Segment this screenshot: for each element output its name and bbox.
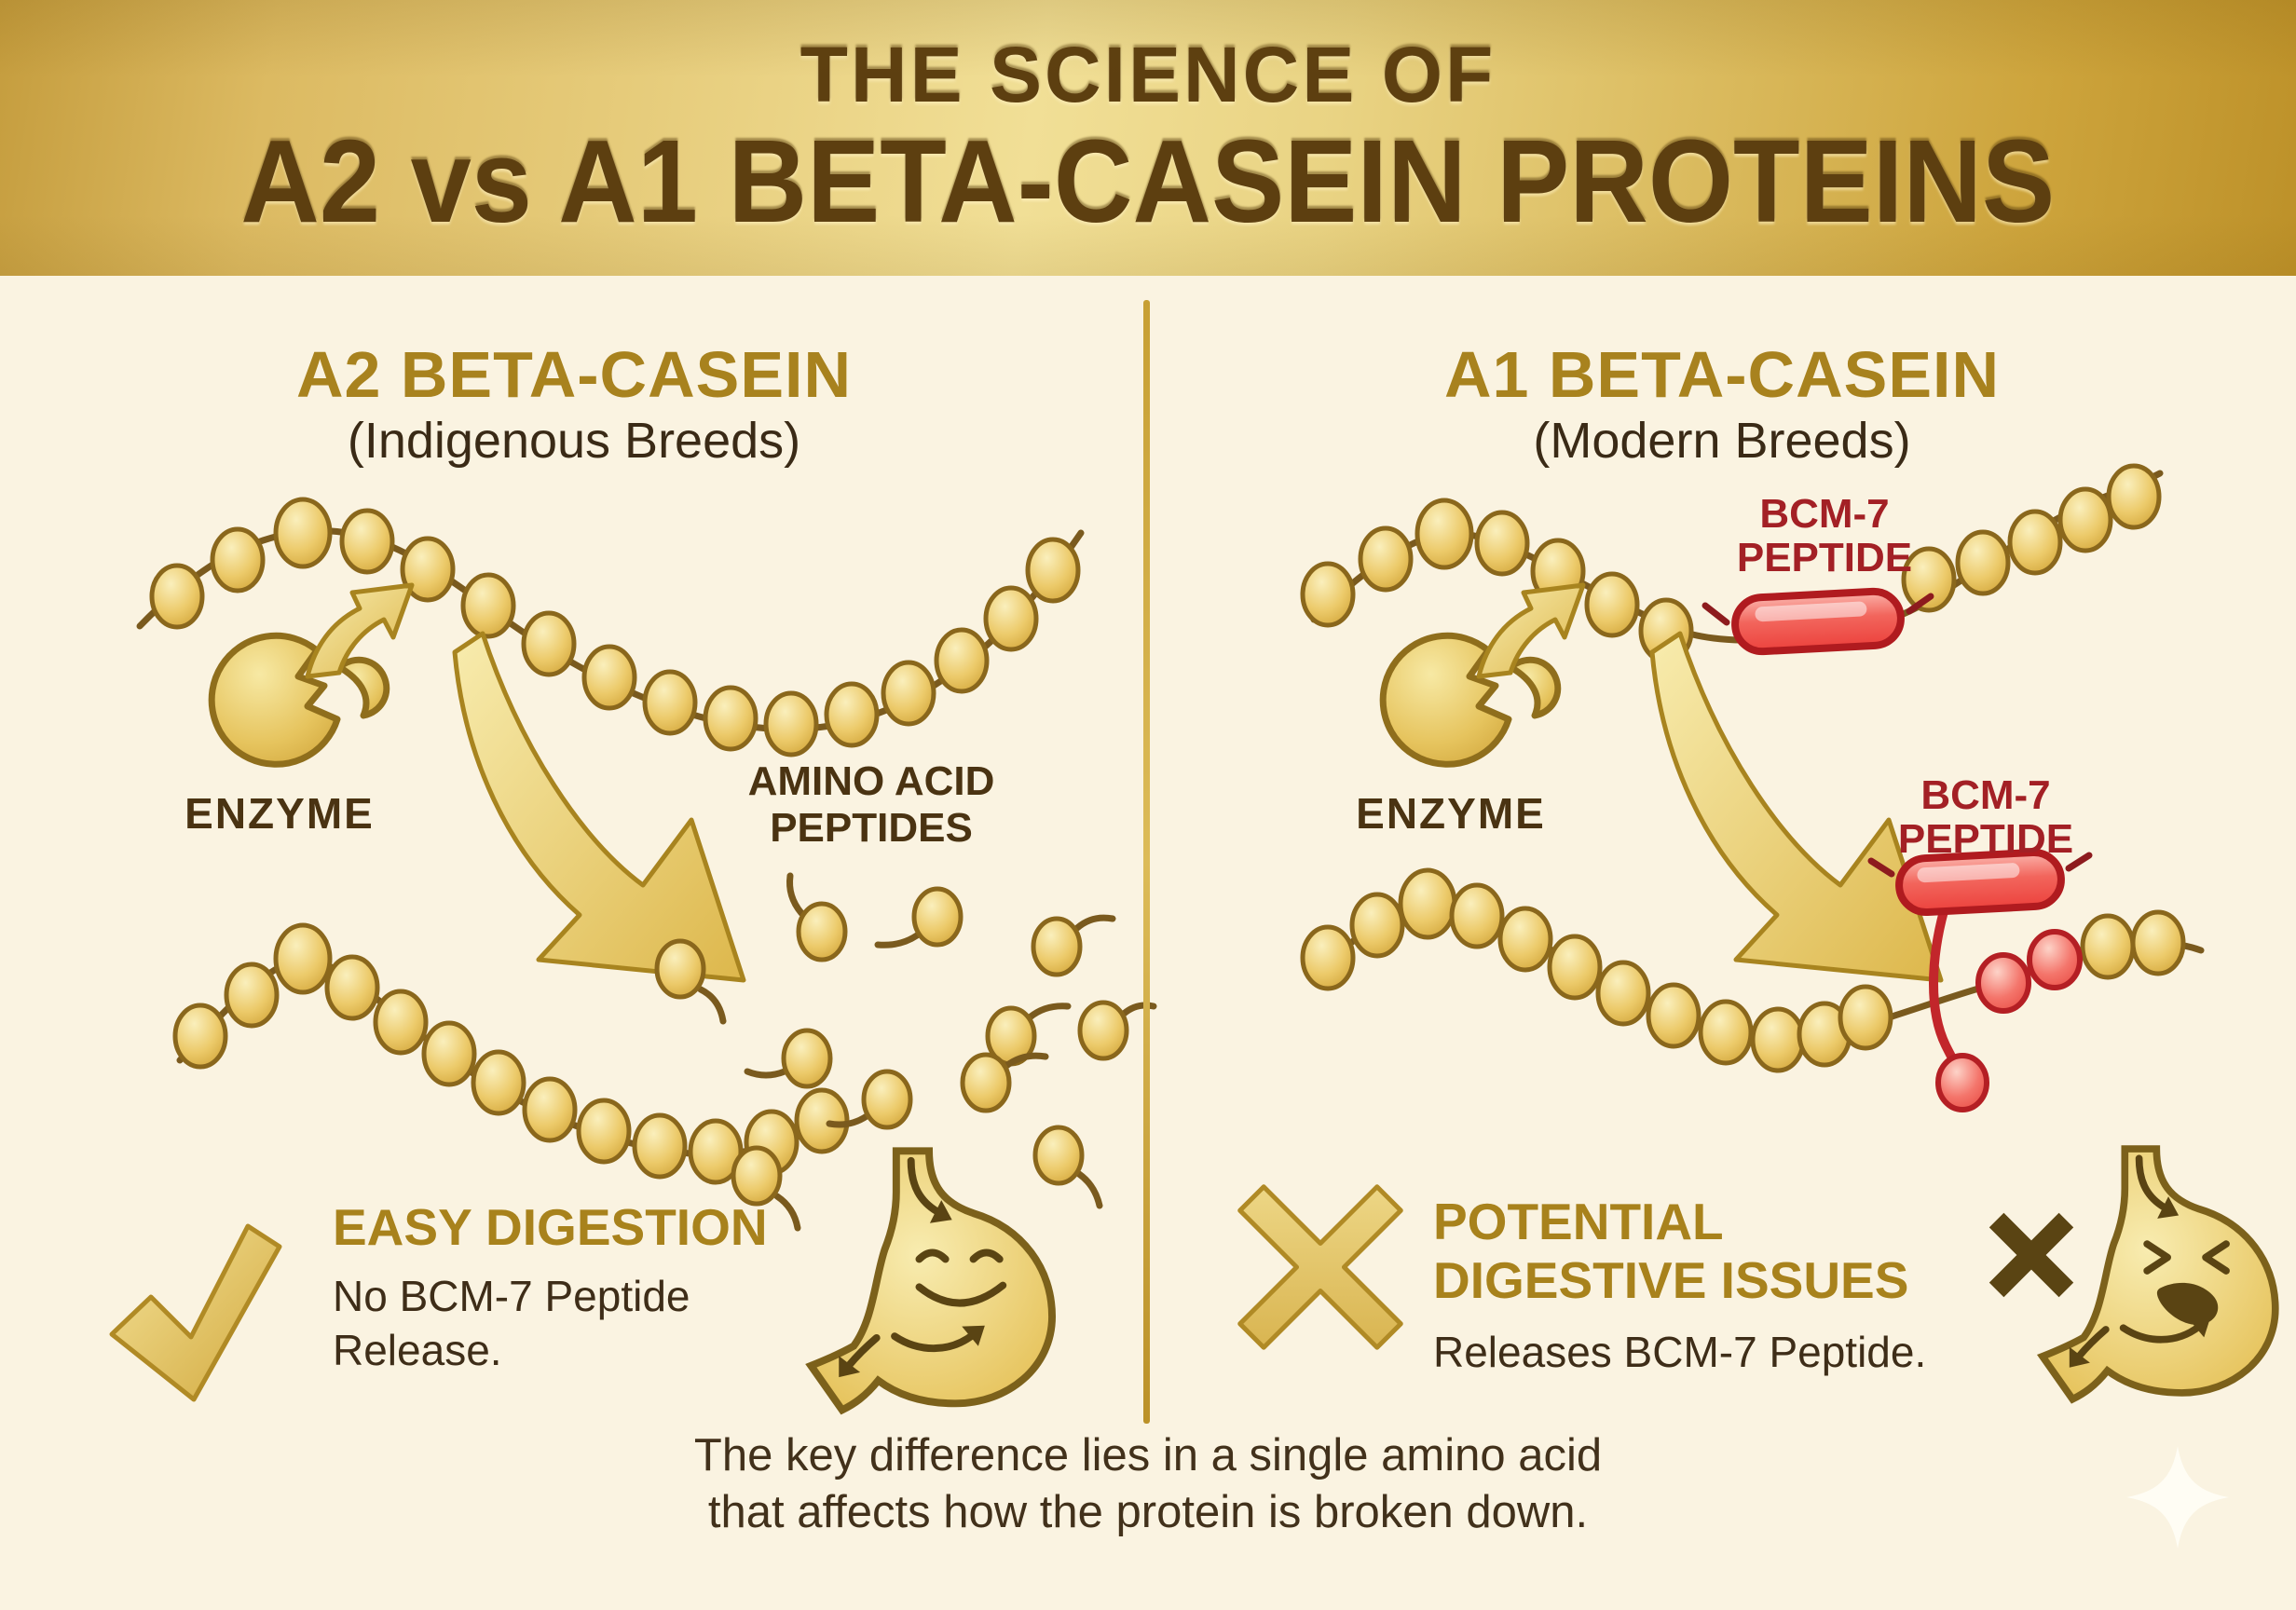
checkmark-icon xyxy=(109,1223,282,1402)
footer-caption: The key difference lies in a single amin… xyxy=(0,1427,2296,1541)
page-title: A2 vs A1 BETA-CASEIN PROTEINS xyxy=(240,116,2056,247)
a1-column-subtitle: (Modern Breeds) xyxy=(1533,413,1911,469)
protein-chain-icon xyxy=(172,922,850,1185)
sad-stomach-icon xyxy=(1988,1149,2276,1399)
bcm7-capsule-icon xyxy=(1867,848,2093,1112)
a2-column-title: A2 BETA-CASEIN xyxy=(295,338,853,411)
a1-result-bcm7-line2: PEPTIDE xyxy=(1897,816,2074,862)
bcm7-capsule-icon xyxy=(1702,587,1934,656)
a2-verdict-description: No BCM-7 Peptide Release. xyxy=(333,1269,690,1377)
footer-line2: that affects how the protein is broken d… xyxy=(707,1487,1589,1537)
cross-icon xyxy=(1237,1184,1403,1350)
protein-chain-icon xyxy=(1300,463,2164,664)
a1-enzyme-label: ENZYME xyxy=(1356,789,1546,838)
a2-result-line1: AMINO ACID xyxy=(747,758,995,804)
a2-column-subtitle: (Indigenous Breeds) xyxy=(347,413,801,469)
a1-result-bcm7-line1: BCM-7 xyxy=(1920,772,2051,818)
a2-verdict-title: EASY DIGESTION xyxy=(333,1198,768,1256)
a2-verdict-desc-line2: Release. xyxy=(333,1326,502,1374)
enzyme-icon xyxy=(1383,635,1558,764)
header-banner: THE SCIENCE OF A2 vs A1 BETA-CASEIN PROT… xyxy=(0,0,2296,276)
sparkle-icon xyxy=(2126,1446,2229,1549)
a1-verdict-title-line2: DIGESTIVE ISSUES xyxy=(1433,1251,1909,1309)
a1-verdict-description: Releases BCM-7 Peptide. xyxy=(1433,1328,1927,1376)
a1-chain-bcm7-line1: BCM-7 xyxy=(1759,491,1890,537)
a2-result-label: AMINO ACID PEPTIDES xyxy=(731,758,1011,852)
a1-verdict-title-line1: POTENTIAL xyxy=(1433,1193,1724,1250)
a1-column-title: A1 BETA-CASEIN xyxy=(1443,338,2001,411)
column-divider xyxy=(1143,300,1150,1424)
a1-chain-bcm7-label: BCM-7 PEPTIDE xyxy=(1722,492,1927,580)
protein-chain-icon xyxy=(1300,867,2205,1073)
a1-verdict-title: POTENTIAL DIGESTIVE ISSUES xyxy=(1433,1193,1908,1310)
a1-result-bcm7-label: BCM-7 PEPTIDE xyxy=(1883,773,2088,861)
footer-line1: The key difference lies in a single amin… xyxy=(693,1430,1603,1480)
header-kicker: THE SCIENCE OF xyxy=(800,31,1496,118)
a1-chain-bcm7-line2: PEPTIDE xyxy=(1736,535,1913,580)
a2-enzyme-label: ENZYME xyxy=(184,789,375,838)
a2-illustration xyxy=(109,497,1157,1410)
enzyme-icon xyxy=(212,635,387,764)
happy-stomach-icon xyxy=(811,1151,1052,1410)
amino-acid-beads-icon xyxy=(654,872,1157,1232)
a2-verdict-desc-line1: No BCM-7 Peptide xyxy=(333,1272,690,1320)
protein-chain-icon xyxy=(136,497,1085,757)
a1-illustration xyxy=(1237,463,2276,1404)
a2-result-line2: PEPTIDES xyxy=(770,805,973,851)
